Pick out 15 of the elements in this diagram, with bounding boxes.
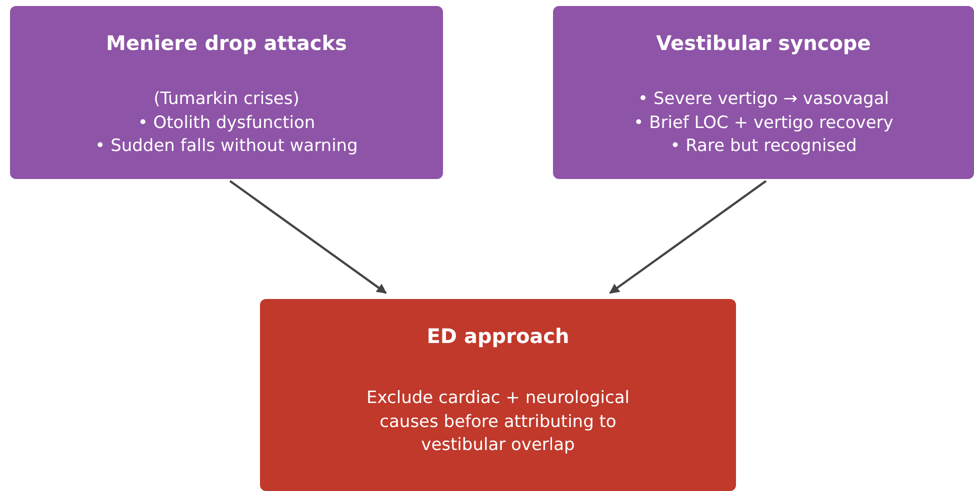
process-box — [260, 299, 736, 491]
box-text: (Tumarkin crises) — [152, 88, 300, 111]
box-text: • Brief LOC + vertigo recovery — [632, 112, 894, 134]
box-heading: Vestibular syncope — [655, 31, 872, 55]
process-box — [10, 6, 443, 179]
box-text: • Severe vertigo → vasovagal — [637, 88, 890, 111]
box-text: Exclude cardiac + neurological causes before attributing to vestibular overlap — [366, 387, 630, 457]
box-text: • Rare but recognised — [669, 135, 858, 158]
arrow — [229, 180, 387, 294]
box-heading: Meniere drop attacks — [105, 31, 348, 55]
box-text: • Otolith dysfunction — [136, 112, 316, 134]
box-heading: ED approach — [426, 324, 570, 348]
box-text: • Sudden falls without warning — [94, 135, 359, 158]
process-box — [553, 6, 974, 179]
arrow — [609, 180, 767, 294]
